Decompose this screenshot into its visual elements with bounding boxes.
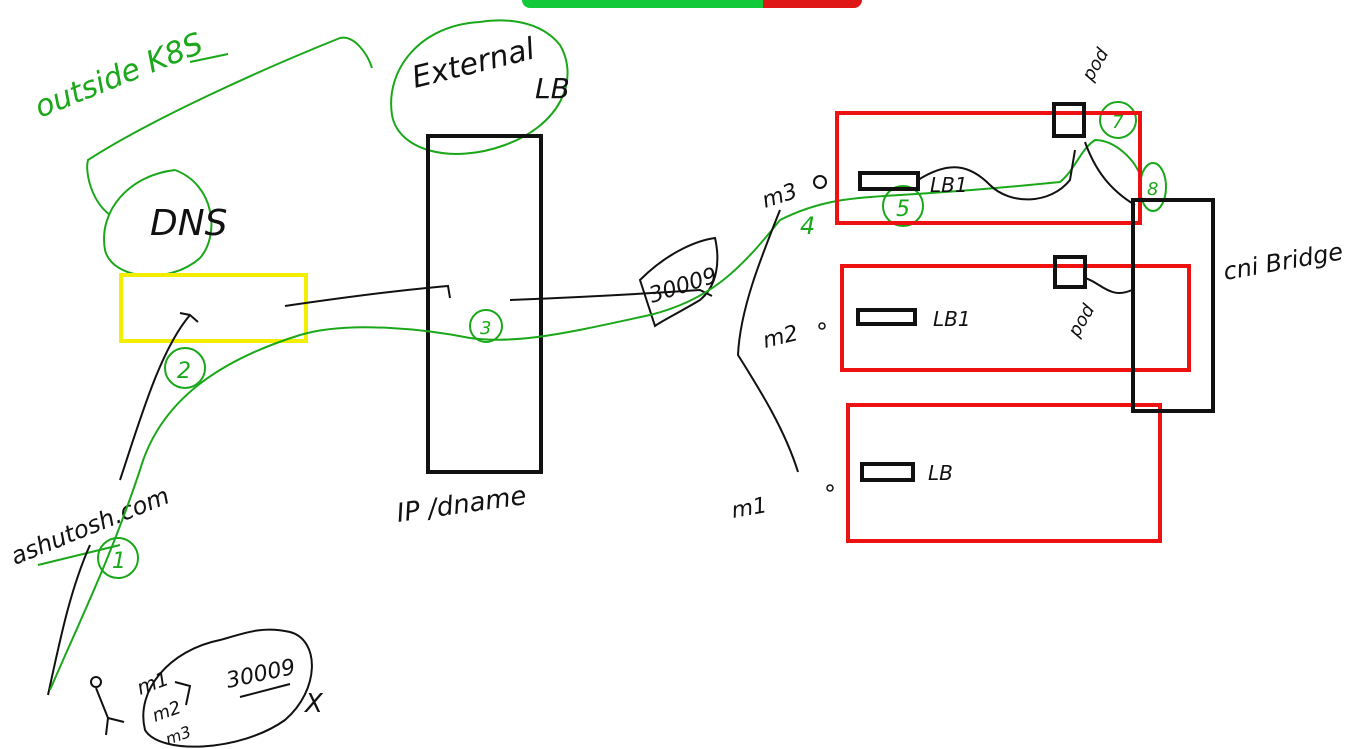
legend-m1: m1 xyxy=(134,666,172,700)
external-lb-circle xyxy=(390,19,569,155)
pod-mid-label: pod xyxy=(1064,300,1100,341)
svg-text:5: 5 xyxy=(896,197,910,222)
label-outside-k8s: outside K8S xyxy=(30,26,208,125)
node-m1-lb-label: LB xyxy=(928,461,953,485)
node-m1-lb-box xyxy=(860,462,915,482)
node-m2-box xyxy=(840,264,1191,372)
outside-k8s-bracket xyxy=(86,36,373,216)
dns-record-box xyxy=(119,273,308,343)
legend-bracket xyxy=(174,681,192,706)
dns-label: DNS xyxy=(150,203,228,244)
node-m2-lb-label: LB1 xyxy=(933,307,971,331)
traffic-route xyxy=(49,138,1141,691)
step-7: 7 xyxy=(1099,101,1137,139)
nodeport-box xyxy=(638,236,719,328)
node-m1-box xyxy=(846,403,1162,543)
svg-text:2: 2 xyxy=(177,359,191,384)
pod-mid-box xyxy=(1053,255,1087,289)
nodes-bracket xyxy=(736,209,799,473)
external-lb-box xyxy=(426,134,543,474)
domain-underline xyxy=(37,544,121,566)
domain-label: ashutosh.com xyxy=(7,482,174,571)
external-lb-label-line2: LB xyxy=(535,72,570,105)
legend-circle xyxy=(142,628,313,748)
cni-bridge-box xyxy=(1131,198,1215,413)
step-1: 1 xyxy=(97,537,139,579)
dns-to-lb-arrow xyxy=(284,284,451,307)
step-5: 5 xyxy=(882,185,924,227)
node-m1-label: m1 xyxy=(730,493,769,524)
m2-port-dot xyxy=(818,322,826,330)
legend-port: 30009 xyxy=(224,655,298,694)
pod-top-label: pod xyxy=(1078,44,1114,85)
toolbar-strip-green[interactable] xyxy=(522,0,763,8)
client-stick-figure xyxy=(90,676,125,736)
node-m3-label: m3 xyxy=(759,179,800,214)
legend-x: X xyxy=(303,689,324,719)
toolbar-strip[interactable] xyxy=(522,0,862,8)
node-m2-label: m2 xyxy=(760,321,800,354)
svg-text:1: 1 xyxy=(112,549,126,574)
client-to-domain-line xyxy=(47,544,91,696)
node-m3-lb-box xyxy=(858,171,920,191)
legend-m3: m3 xyxy=(163,722,194,749)
lb-to-pod-path xyxy=(917,149,1076,201)
node-m3-lb-label: LB1 xyxy=(930,173,968,197)
ip-dname-label: IP /dname xyxy=(395,481,529,529)
k8s-underline xyxy=(189,53,229,63)
step-8: 8 xyxy=(1139,162,1167,212)
toolbar-strip-red[interactable] xyxy=(763,0,862,8)
node-m3-box xyxy=(835,111,1142,225)
cni-bridge-label: cni Bridge xyxy=(1221,237,1345,286)
bridge-to-pod-mid-path xyxy=(1084,277,1133,294)
step-4: 4 xyxy=(800,212,815,240)
node-m2-lb-box xyxy=(856,308,917,326)
m3-port-dot xyxy=(813,175,827,189)
legend-m2: m2 xyxy=(150,697,184,727)
step-3: 3 xyxy=(469,309,503,343)
pod-to-bridge-path xyxy=(1084,141,1136,206)
external-lb-label-line1: External xyxy=(408,31,538,95)
lb-to-nodeport-arrow xyxy=(509,288,713,301)
m1-port-dot xyxy=(826,484,834,492)
domain-to-dns-arrow xyxy=(119,312,199,481)
nodeport-label: 30009 xyxy=(646,263,720,308)
pod-top-box xyxy=(1052,102,1086,138)
svg-text:7: 7 xyxy=(1112,112,1124,133)
step-2: 2 xyxy=(164,347,206,389)
svg-text:8: 8 xyxy=(1147,179,1158,200)
svg-text:4: 4 xyxy=(800,212,815,240)
legend-port-underline xyxy=(239,683,291,698)
svg-text:3: 3 xyxy=(480,318,491,339)
